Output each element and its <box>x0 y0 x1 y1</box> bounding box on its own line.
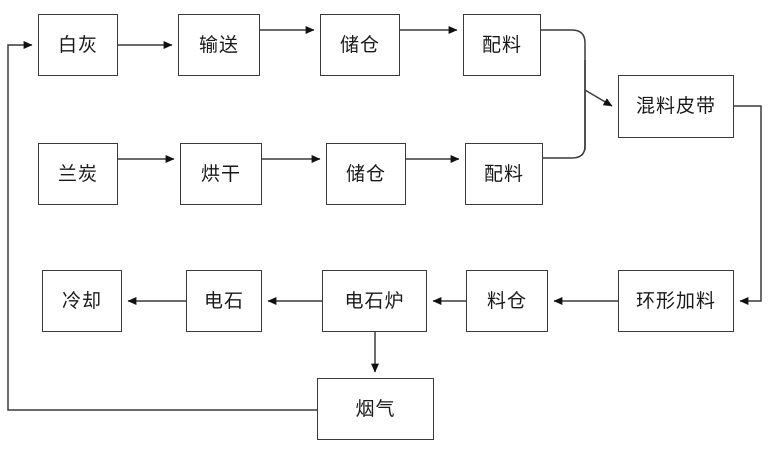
node-label: 储仓 <box>345 162 386 185</box>
node-label: 混料皮带 <box>635 95 716 117</box>
node-label: 储仓 <box>339 33 380 56</box>
node-label: 电石炉 <box>344 289 405 312</box>
edge-feedback-yanqi-to-baihui <box>7 41 317 411</box>
node-dian-shi-lu[interactable]: 电石炉 <box>322 270 427 332</box>
node-label: 烟气 <box>355 397 396 420</box>
node-label: 配料 <box>483 162 524 185</box>
node-pei-liao-1[interactable]: 配料 <box>463 14 541 76</box>
node-yan-qi[interactable]: 烟气 <box>317 378 434 440</box>
node-label: 烘干 <box>200 162 241 185</box>
node-label: 输送 <box>198 33 239 56</box>
node-hong-gan[interactable]: 烘干 <box>180 143 262 205</box>
edge-peiliao2-to-merge-bus <box>543 60 586 159</box>
node-huan-xing-jia-liao[interactable]: 环形加料 <box>618 270 734 332</box>
node-label: 配料 <box>481 33 522 56</box>
node-label: 白灰 <box>57 33 98 56</box>
node-shu-song[interactable]: 输送 <box>178 14 260 76</box>
node-label: 兰炭 <box>57 162 98 185</box>
node-leng-que[interactable]: 冷却 <box>42 270 122 332</box>
node-liao-cang[interactable]: 料仓 <box>466 270 548 332</box>
node-lan-tan[interactable]: 兰炭 <box>38 143 118 205</box>
node-chu-cang-2[interactable]: 储仓 <box>326 143 406 205</box>
node-pei-liao-2[interactable]: 配料 <box>465 143 543 205</box>
edge-merge-bus-to-hunliao <box>584 89 613 107</box>
node-label: 环形加料 <box>635 289 716 312</box>
node-chu-cang-1[interactable]: 储仓 <box>320 14 400 76</box>
node-label: 冷却 <box>61 289 102 312</box>
edge-hunliao-to-huanxing <box>734 105 762 305</box>
node-label: 料仓 <box>486 289 527 312</box>
node-bai-hui[interactable]: 白灰 <box>38 14 118 76</box>
edge-peiliao1-to-merge-bus <box>541 29 586 150</box>
node-hun-liao-pi-dai[interactable]: 混料皮带 <box>618 75 734 138</box>
node-dian-shi[interactable]: 电石 <box>186 270 262 332</box>
node-label: 电石 <box>203 289 244 312</box>
